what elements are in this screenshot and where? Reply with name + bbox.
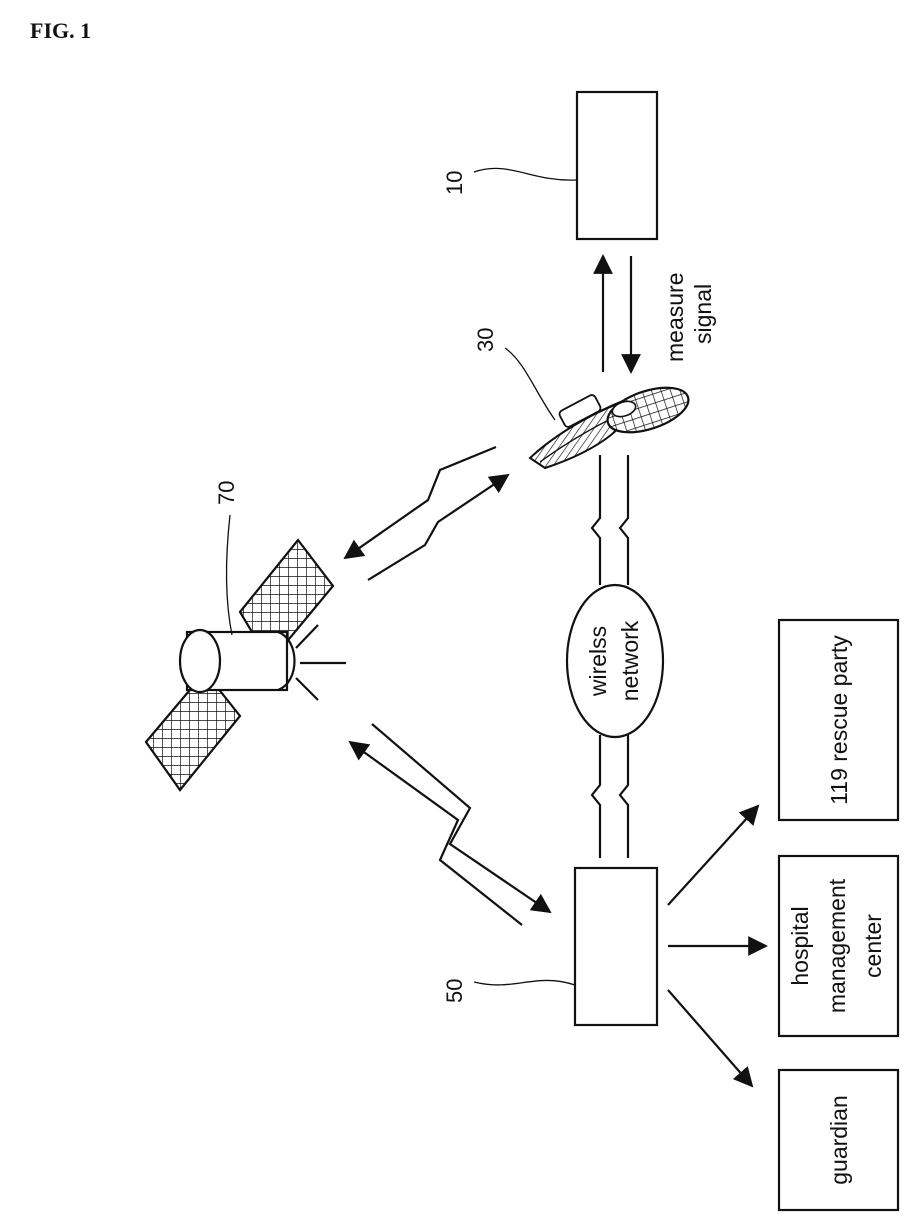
sensor-ref-number: 10: [442, 171, 467, 195]
sensor-device-box: [577, 92, 657, 239]
link-satellite-to-server: [372, 724, 550, 912]
guardian-label: guardian: [826, 1095, 852, 1185]
server-box: [575, 868, 657, 1025]
wireless-line-right-upper: [620, 455, 628, 585]
link-phone-to-satellite: [345, 447, 496, 558]
link-server-to-satellite: [350, 742, 522, 925]
server-leader-line: [474, 980, 575, 985]
rescue-party-label: 119 rescue party: [826, 635, 852, 805]
arrow-to-guardian: [668, 990, 752, 1086]
arrow-to-rescue: [668, 806, 758, 905]
measure-label-line2: signal: [690, 284, 716, 344]
measure-label-line1: measure: [662, 273, 688, 362]
network-label-line1: wirelss: [585, 626, 611, 697]
phone-ref-number: 30: [473, 328, 498, 352]
network-label-line2: network: [617, 620, 643, 701]
satellite-leader-line: [226, 515, 232, 635]
phone-leader-line: [505, 348, 555, 420]
wireless-line-left-lower: [592, 735, 600, 858]
wireless-line-right-lower: [620, 735, 628, 858]
wireless-line-left-upper: [592, 455, 600, 585]
hospital-label-line3: center: [860, 914, 886, 978]
hospital-label-line2: management: [824, 878, 850, 1013]
satellite-ref-number: 70: [214, 481, 239, 505]
mobile-phone-icon: [530, 379, 694, 468]
sensor-leader-line: [474, 168, 577, 180]
server-ref-number: 50: [442, 979, 467, 1003]
satellite-icon: [146, 540, 346, 790]
hospital-label-line1: hospital: [787, 906, 813, 985]
wireless-network-ellipse: [567, 585, 663, 737]
figure-title: FIG. 1: [30, 18, 91, 43]
